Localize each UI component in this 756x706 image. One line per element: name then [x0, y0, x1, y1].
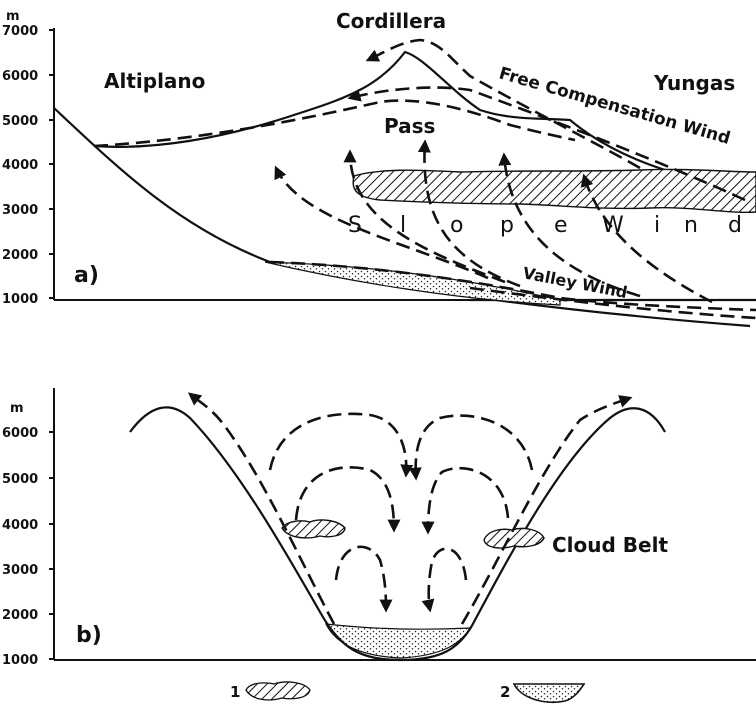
panel-a-tick-6000: 6000 [2, 69, 38, 84]
cordillera-label: Cordillera [336, 9, 446, 33]
panel-a-tick-4000: 4000 [2, 158, 38, 173]
right-upslope-arrow [462, 398, 630, 624]
slope-letter-i: i [654, 213, 660, 238]
right-cloud [484, 528, 544, 548]
yungas-label: Yungas [653, 71, 735, 95]
circulation-left-middle [296, 467, 394, 530]
slope-letter-s: S [348, 213, 362, 238]
circulation-right-top [416, 416, 532, 478]
cloud-band [353, 169, 756, 212]
panel-a-tick-3000: 3000 [2, 203, 38, 218]
slope-letter-n: n [684, 213, 698, 238]
slope-letter-d: d [728, 213, 742, 238]
basin-dotted-area [326, 624, 470, 658]
panel-b: m 6000 5000 4000 3000 2000 1000 Cloud Be… [2, 388, 756, 668]
slope-letter-o: o [450, 213, 463, 238]
slope-letter-e: e [554, 213, 568, 238]
panel-a: m 7000 6000 5000 4000 3000 2000 1000 Alt… [2, 9, 756, 326]
legend-1-number: 1 [230, 683, 240, 701]
panel-a-tick-1000: 1000 [2, 292, 38, 307]
panel-a-unit: m [6, 9, 20, 24]
panel-a-tick-2000: 2000 [2, 248, 38, 263]
pass-label: Pass [384, 114, 435, 138]
slope-letter-p: p [500, 213, 514, 238]
left-upslope-arrow [190, 394, 334, 624]
panel-b-unit: m [10, 401, 24, 416]
cloud-belt-label: Cloud Belt [552, 533, 668, 557]
cloud-hatched-icon [246, 682, 310, 700]
pass-dashed-line [94, 101, 575, 146]
panel-a-tag: a) [74, 263, 99, 288]
panel-b-tick-3000: 3000 [2, 563, 38, 578]
panel-a-tick-7000: 7000 [2, 24, 38, 39]
slope-letter-w: W [602, 213, 624, 238]
panel-b-tick-2000: 2000 [2, 608, 38, 623]
circulation-left-top [270, 414, 406, 475]
legend: 1 2 [230, 682, 584, 702]
legend-2-number: 2 [500, 683, 510, 701]
panel-b-tick-1000: 1000 [2, 653, 38, 668]
panel-b-tag: b) [76, 623, 102, 648]
panel-b-tick-5000: 5000 [2, 472, 38, 487]
circulation-right-bottom [429, 549, 466, 610]
panel-a-tick-5000: 5000 [2, 114, 38, 129]
panel-b-tick-4000: 4000 [2, 518, 38, 533]
circulation-right-middle [428, 468, 508, 532]
panel-a-y-axis [49, 28, 54, 300]
dotted-basin-icon [514, 684, 584, 702]
circulation-left-bottom [336, 547, 386, 610]
left-cloud [282, 520, 345, 538]
panel-b-tick-6000: 6000 [2, 426, 38, 441]
altiplano-label: Altiplano [104, 69, 205, 93]
slope-letter-l: l [400, 213, 406, 238]
